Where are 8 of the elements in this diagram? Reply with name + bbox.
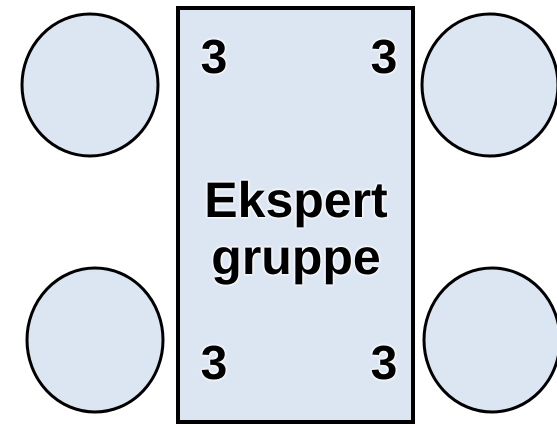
seat-count: 3: [200, 30, 228, 85]
seat-count: 3: [370, 336, 398, 391]
table-rectangle: [176, 6, 415, 424]
chair-circle: [25, 266, 165, 414]
seat-count: 3: [200, 336, 228, 391]
table-label: Ekspert gruppe: [203, 172, 389, 286]
seat-count: 3: [370, 30, 398, 85]
chair-circle: [20, 12, 160, 158]
